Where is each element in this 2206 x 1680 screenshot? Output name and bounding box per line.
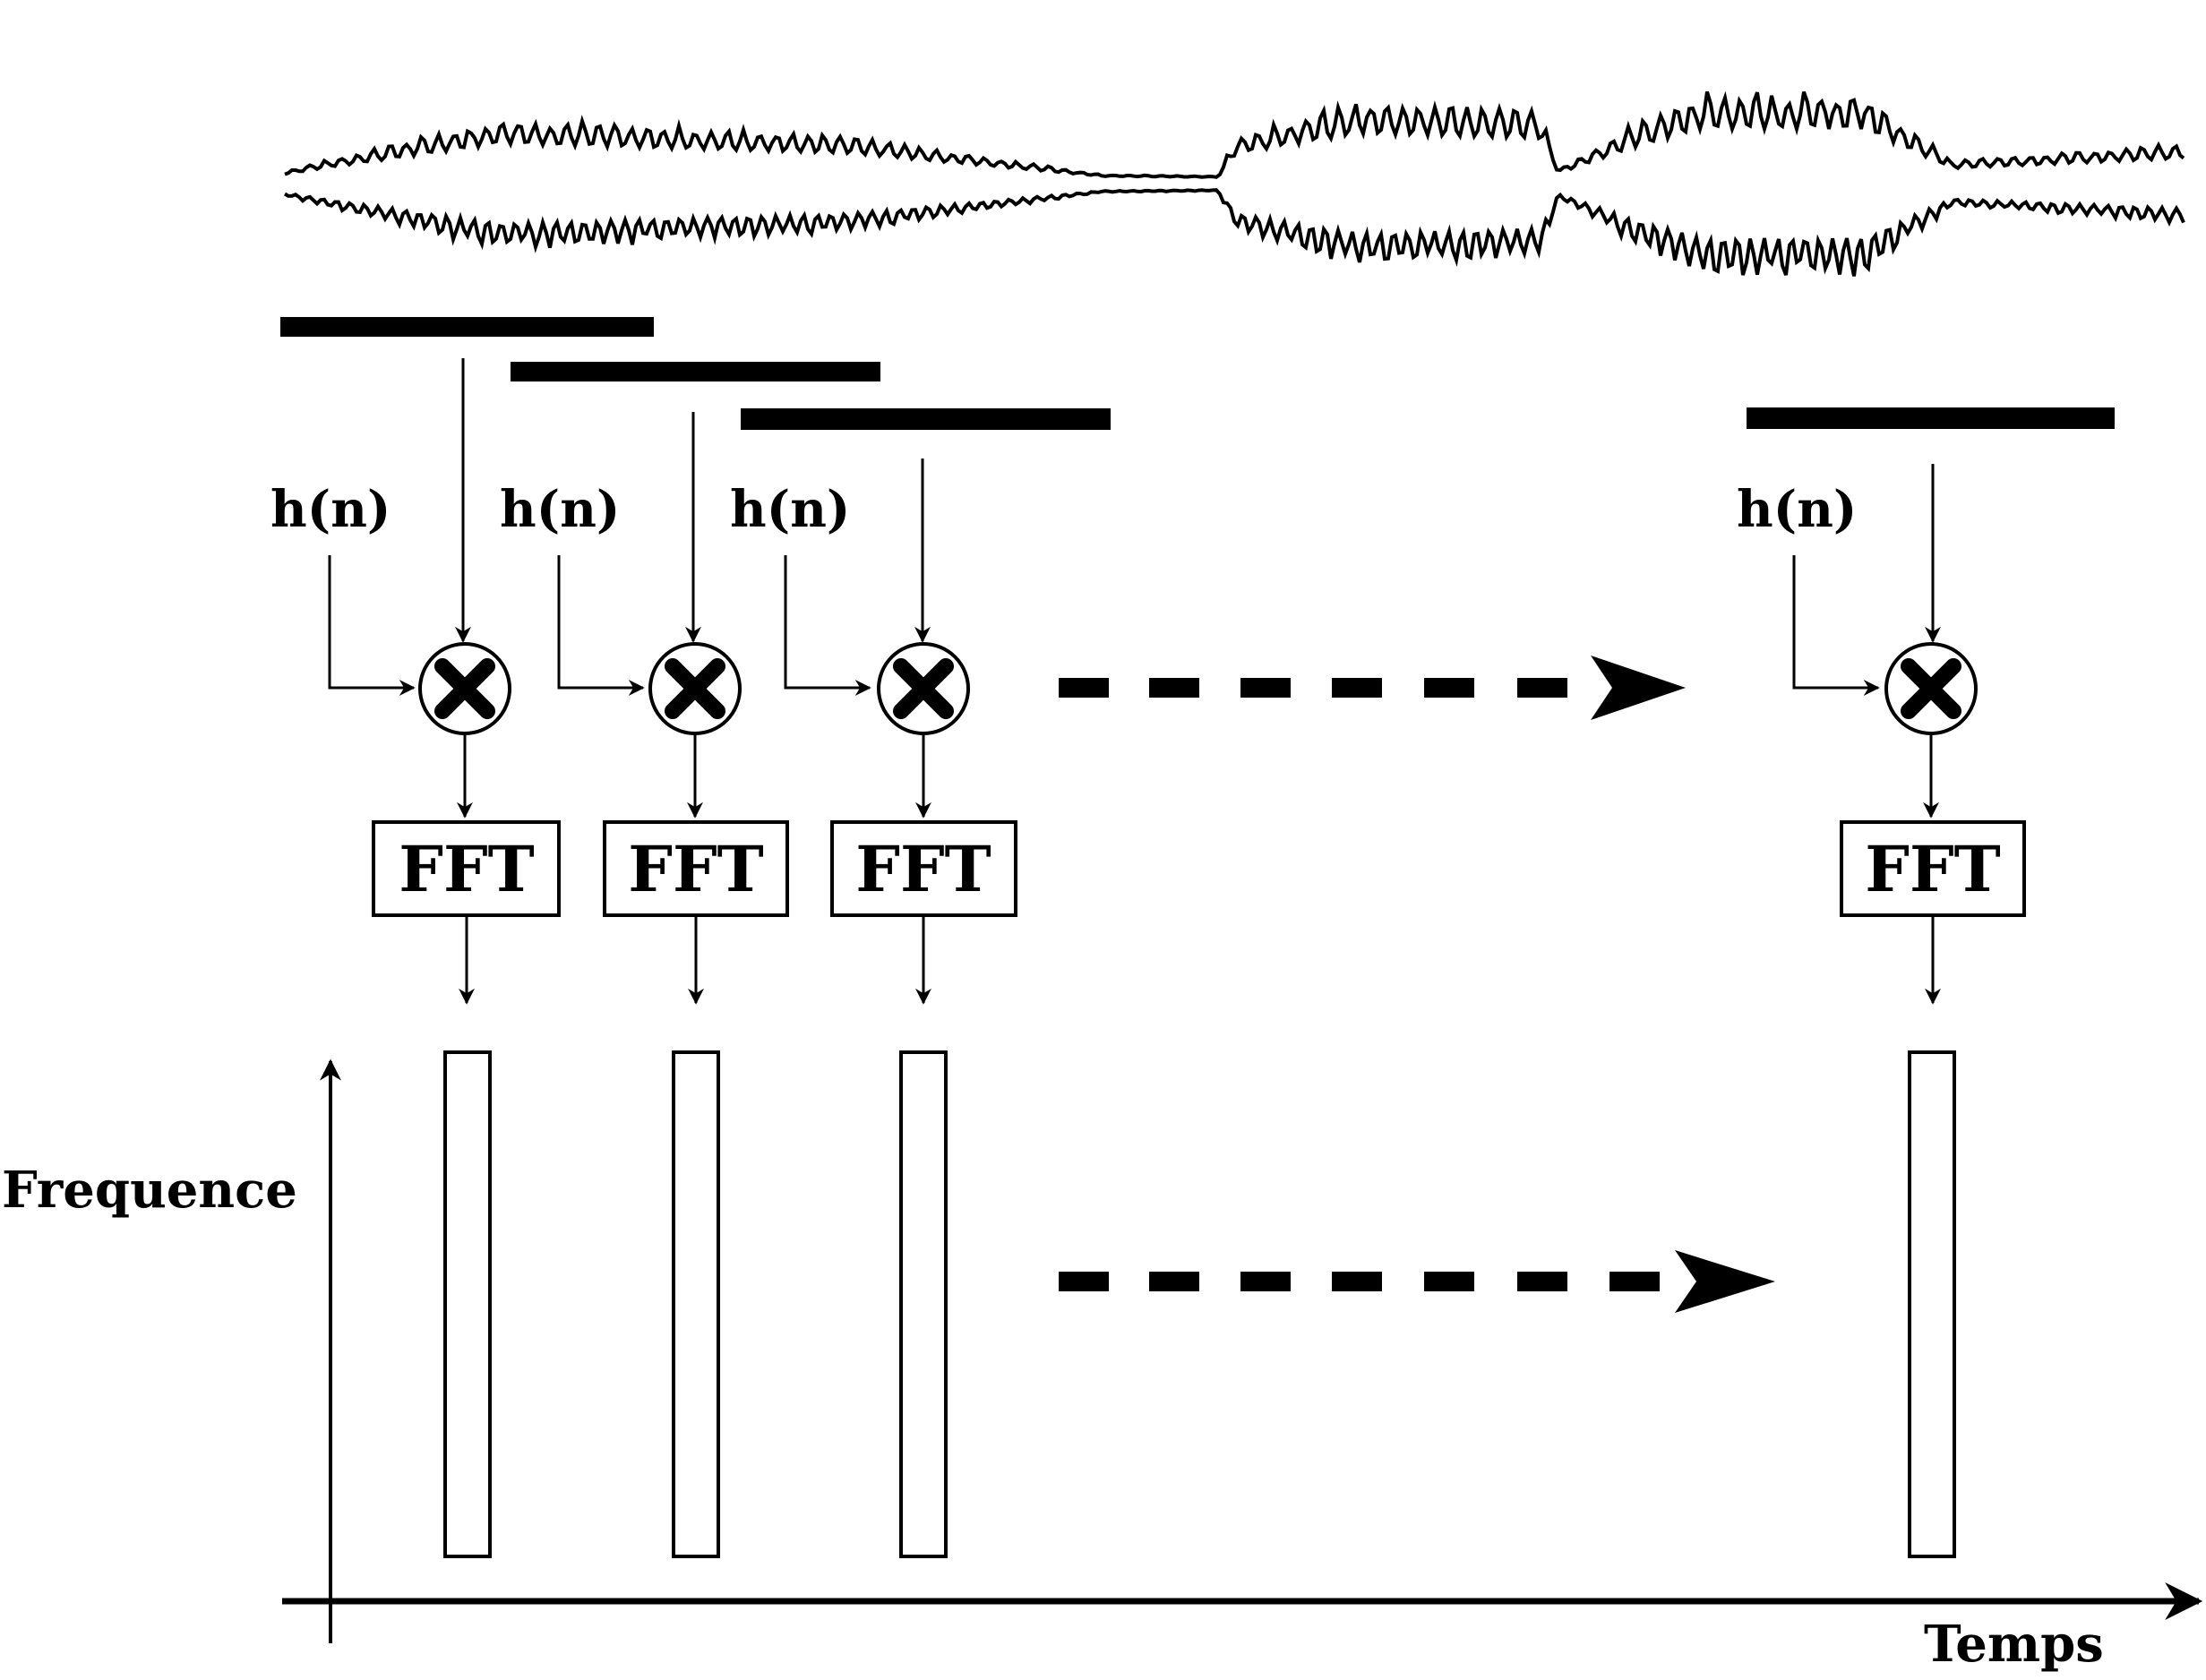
window-bars bbox=[280, 317, 2115, 430]
multiply-icon bbox=[648, 642, 742, 735]
fft-label: FFT bbox=[628, 832, 763, 906]
window-bar-3 bbox=[741, 408, 1111, 430]
multiply-icon bbox=[1884, 642, 1978, 735]
spectrum-frame-last bbox=[1908, 1050, 1956, 1558]
window-label: h(n) bbox=[500, 480, 620, 539]
fft-label: FFT bbox=[399, 832, 534, 906]
fft-box bbox=[603, 820, 789, 917]
fft-label: FFT bbox=[1865, 832, 2000, 906]
window-label: h(n) bbox=[730, 480, 850, 539]
x-axis-label: Temps bbox=[1924, 1615, 2104, 1674]
fft-box bbox=[830, 820, 1017, 917]
stage-last: h(n) FFT bbox=[1737, 464, 2026, 1005]
stage-2: h(n) FFT bbox=[500, 412, 789, 1005]
multiply-icon bbox=[418, 642, 511, 735]
fft-box bbox=[1840, 820, 2026, 917]
window-bar-2 bbox=[511, 362, 880, 381]
spectral-frames bbox=[443, 1050, 1956, 1558]
signal-waveform bbox=[283, 90, 2185, 277]
axes: Frequence Temps bbox=[2, 1059, 2203, 1674]
fft-label: FFT bbox=[855, 832, 991, 906]
window-label: h(n) bbox=[270, 480, 391, 539]
fft-box bbox=[372, 820, 561, 917]
continuation-arrow-top bbox=[1059, 656, 1686, 720]
window-bar-4 bbox=[1747, 407, 2115, 429]
spectrum-frame-3 bbox=[899, 1050, 948, 1558]
multiply-icon bbox=[877, 642, 970, 735]
spectrum-frame-2 bbox=[672, 1050, 720, 1558]
window-label: h(n) bbox=[1737, 480, 1857, 539]
stage-3: h(n) FFT bbox=[730, 459, 1017, 1005]
spectrum-frame-1 bbox=[443, 1050, 492, 1558]
y-axis-label: Frequence bbox=[2, 1161, 297, 1220]
continuation-arrow-bottom bbox=[1059, 1250, 1775, 1313]
window-bar-1 bbox=[280, 317, 654, 337]
stage-1: h(n) FFT bbox=[270, 358, 561, 1005]
